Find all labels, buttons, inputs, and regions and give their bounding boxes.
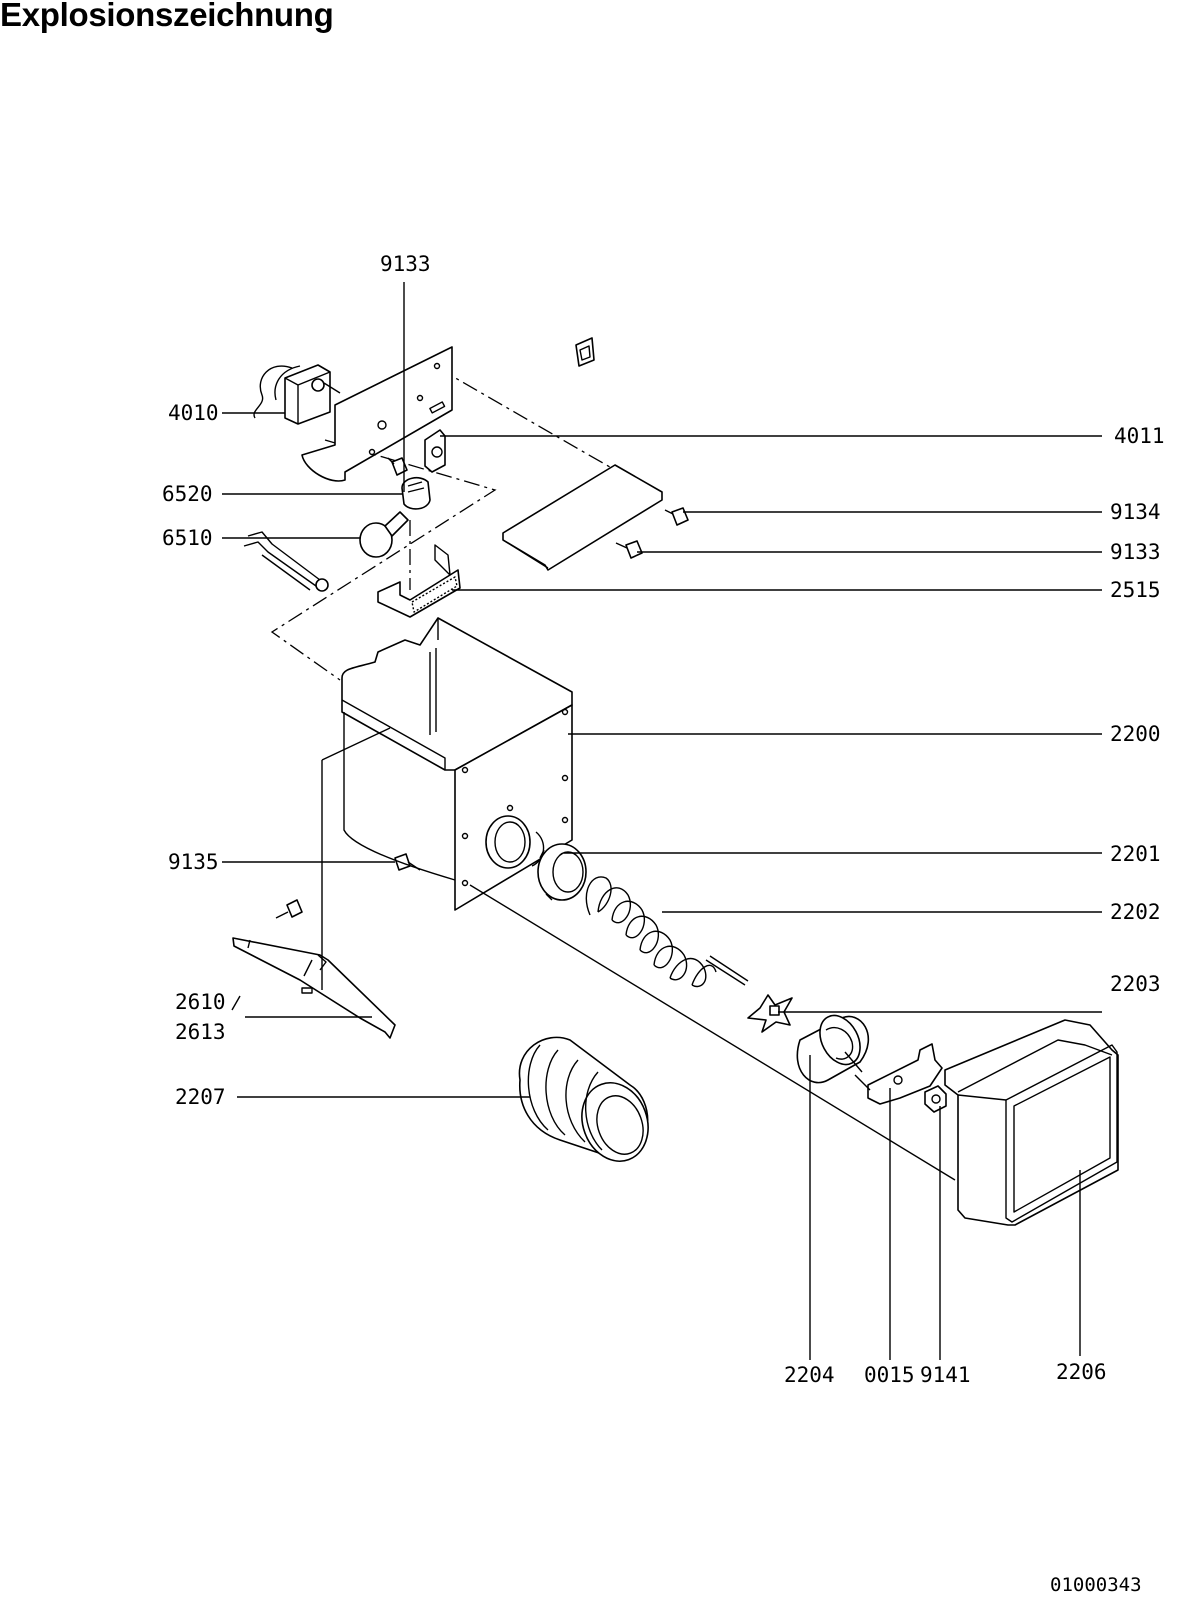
label-2201: 2201 — [1110, 842, 1161, 866]
drawing-number: 01000343 — [1050, 1574, 1142, 1596]
label-9133-right: 9133 — [1110, 540, 1161, 564]
grommet-part-2201 — [537, 843, 587, 901]
label-2610-slash — [231, 995, 241, 1011]
mounting-plate — [301, 346, 453, 482]
bracket-part-0015 — [854, 1043, 943, 1105]
motor-part-4010 — [253, 364, 341, 425]
filter-holder-part-2515 — [377, 544, 461, 618]
housing-part-2200 — [341, 617, 573, 911]
cylinder-part-2204 — [796, 1014, 870, 1084]
assembly-guide-lines — [270, 367, 616, 681]
cable-harness — [243, 531, 329, 592]
screw-9133-right — [615, 540, 643, 559]
label-0015: 0015 — [864, 1363, 915, 1387]
label-2204: 2204 — [784, 1363, 835, 1387]
label-2515: 2515 — [1110, 578, 1161, 602]
part-labels: 9133 4010 4011 6520 6510 9134 9133 2515 … — [162, 252, 1165, 1387]
rail-part-2610-2613 — [232, 937, 396, 1039]
pin-part-2203 — [747, 994, 793, 1033]
label-2613: 2613 — [175, 1020, 226, 1044]
screw-rail — [275, 899, 303, 919]
spring-part-2202 — [585, 876, 749, 988]
label-2610: 2610 — [175, 990, 226, 1014]
label-9141: 9141 — [920, 1363, 971, 1387]
label-2203: 2203 — [1110, 972, 1161, 996]
label-6520: 6520 — [162, 482, 213, 506]
bracket-part-4011 — [424, 429, 446, 473]
front-panel-part-2206 — [944, 1019, 1119, 1226]
label-9135: 9135 — [168, 850, 219, 874]
lamp-socket-part-6520 — [401, 476, 431, 510]
label-9134: 9134 — [1110, 500, 1161, 524]
screw-9133-top — [387, 457, 408, 476]
label-2206: 2206 — [1056, 1360, 1107, 1384]
bellows-part-2207 — [518, 1036, 649, 1162]
screw-9134 — [664, 507, 689, 526]
page-title: Explosionszeichnung — [0, 0, 334, 33]
label-6510: 6510 — [162, 526, 213, 550]
label-2207: 2207 — [175, 1085, 226, 1109]
leader-lines — [222, 282, 1102, 1360]
small-clip — [575, 337, 595, 367]
label-2202: 2202 — [1110, 900, 1161, 924]
lamp-bulb-part-6510 — [359, 511, 409, 558]
label-4010: 4010 — [168, 401, 219, 425]
label-9133-top: 9133 — [380, 252, 431, 276]
nut-part-9141 — [924, 1085, 947, 1113]
cover-plate — [502, 464, 663, 571]
label-4011: 4011 — [1114, 424, 1165, 448]
label-2200: 2200 — [1110, 722, 1161, 746]
